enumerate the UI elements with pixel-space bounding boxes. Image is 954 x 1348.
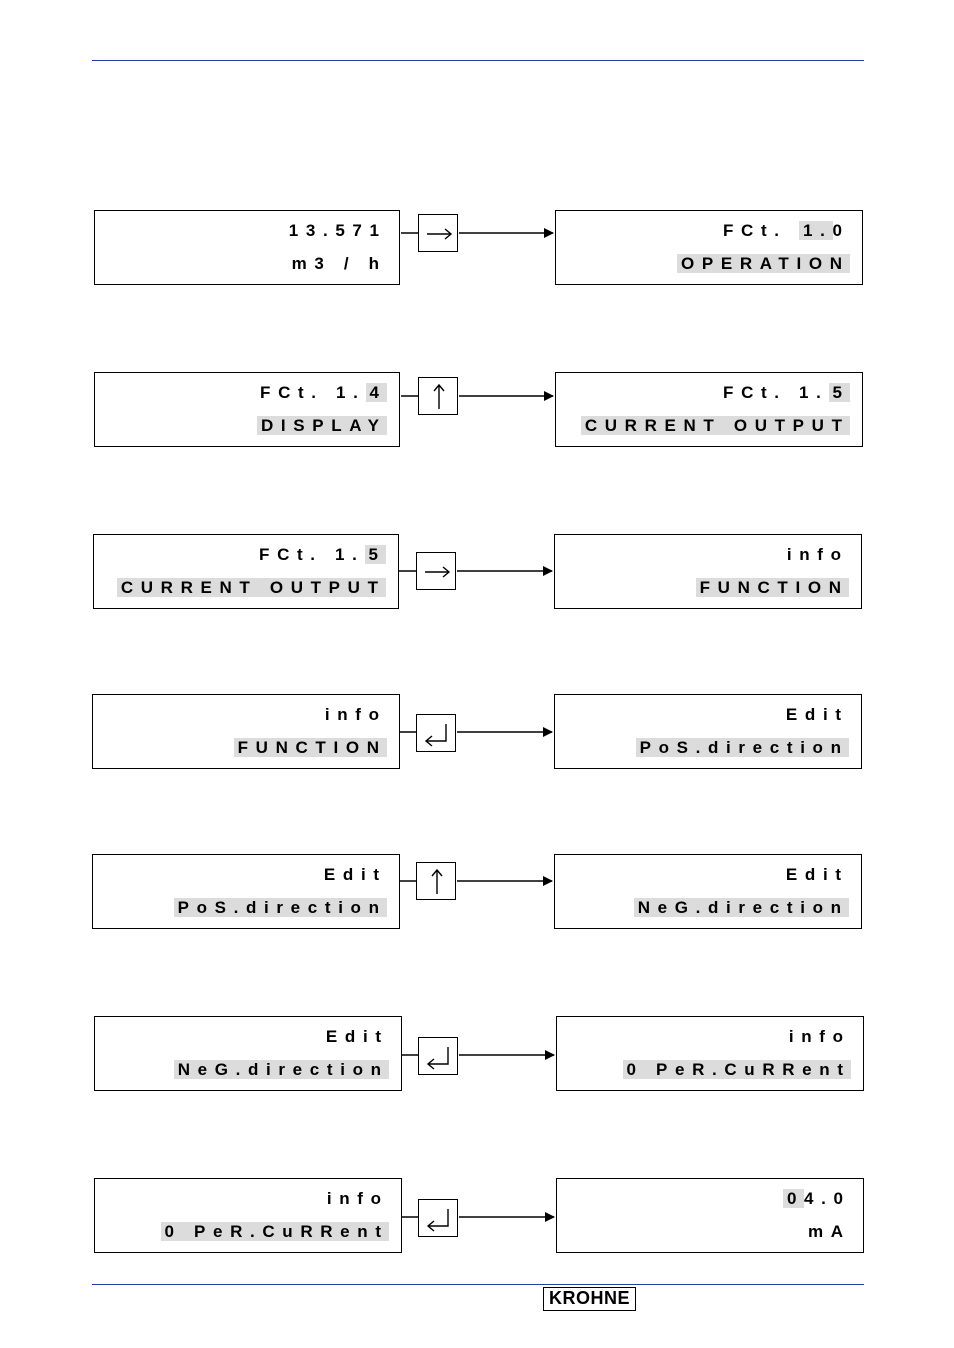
up-arrow-icon <box>417 863 457 901</box>
display-left-2: FCt. 1.4 DISPLAY <box>94 372 400 447</box>
display-line-1: 04.0 <box>783 1188 851 1209</box>
display-right-3: info FUNCTION <box>554 534 862 609</box>
display-right-2: FCt. 1.5 CURRENT OUTPUT <box>555 372 863 447</box>
display-left-6: Edit NeG.direction <box>94 1016 402 1091</box>
display-line-1: Edit <box>326 1026 389 1047</box>
enter-key[interactable] <box>416 714 456 752</box>
display-line-1: FCt. 1.0 <box>723 220 850 241</box>
up-arrow-key[interactable] <box>416 862 456 900</box>
display-right-4: Edit PoS.direction <box>554 694 862 769</box>
display-line-2: 0 PeR.CuRRent <box>161 1221 389 1242</box>
display-line-2: 0 PeR.CuRRent <box>623 1059 851 1080</box>
display-line-2: PoS.direction <box>174 897 387 918</box>
enter-icon <box>417 715 457 753</box>
display-line-2: CURRENT OUTPUT <box>581 415 850 436</box>
display-right-7: 04.0 mA <box>556 1178 864 1253</box>
up-arrow-icon <box>419 378 459 416</box>
up-arrow-key[interactable] <box>418 377 458 415</box>
enter-key[interactable] <box>418 1037 458 1075</box>
enter-key[interactable] <box>418 1199 458 1237</box>
display-line-1: info <box>325 704 387 725</box>
display-line-1: FCt. 1.5 <box>723 382 850 403</box>
display-right-5: Edit NeG.direction <box>554 854 862 929</box>
display-line-2: FUNCTION <box>696 577 849 598</box>
display-left-4: info FUNCTION <box>92 694 400 769</box>
display-line-2: PoS.direction <box>636 737 849 758</box>
display-line-1: 13.571 <box>289 220 387 241</box>
display-left-5: Edit PoS.direction <box>92 854 400 929</box>
right-arrow-icon <box>417 553 457 591</box>
display-line-1: Edit <box>786 704 849 725</box>
display-left-3: FCt. 1.5 CURRENT OUTPUT <box>93 534 399 609</box>
display-line-2: NeG.direction <box>174 1059 389 1080</box>
krohne-logo: KROHNE <box>543 1287 636 1311</box>
display-line-1: info <box>327 1188 389 1209</box>
display-line-2: m3 / h <box>292 253 387 274</box>
display-line-1: info <box>789 1026 851 1047</box>
display-left-1: 13.571 m3 / h <box>94 210 400 285</box>
display-line-2: OPERATION <box>677 253 850 274</box>
display-line-2: CURRENT OUTPUT <box>117 577 386 598</box>
display-line-2: mA <box>808 1221 851 1242</box>
display-line-1: Edit <box>786 864 849 885</box>
enter-icon <box>419 1200 459 1238</box>
display-line-1: Edit <box>324 864 387 885</box>
right-arrow-key[interactable] <box>418 214 458 252</box>
footer-rule <box>92 1284 864 1285</box>
right-arrow-icon <box>419 215 459 253</box>
display-line-2: DISPLAY <box>257 415 387 436</box>
right-arrow-key[interactable] <box>416 552 456 590</box>
display-line-2: FUNCTION <box>234 737 387 758</box>
display-right-6: info 0 PeR.CuRRent <box>556 1016 864 1091</box>
display-line-2: NeG.direction <box>634 897 849 918</box>
display-left-7: info 0 PeR.CuRRent <box>94 1178 402 1253</box>
display-line-1: FCt. 1.4 <box>260 382 387 403</box>
display-line-1: FCt. 1.5 <box>259 544 386 565</box>
display-line-1: info <box>787 544 849 565</box>
display-right-1: FCt. 1.0 OPERATION <box>555 210 863 285</box>
enter-icon <box>419 1038 459 1076</box>
